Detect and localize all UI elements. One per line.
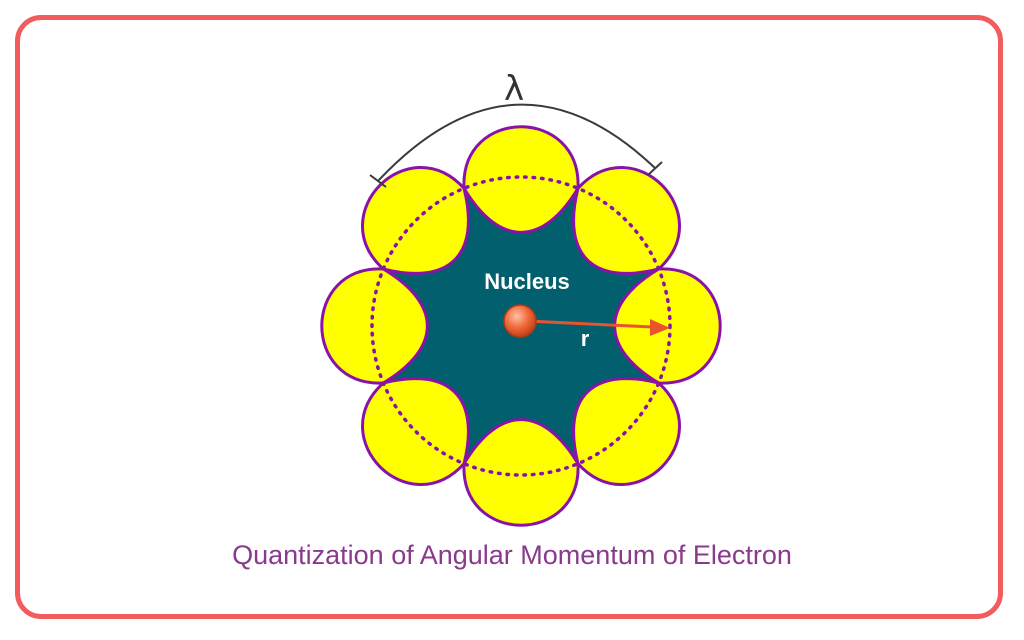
wave-lobe xyxy=(462,418,580,527)
nucleus xyxy=(503,304,537,338)
radius-arrow xyxy=(526,319,653,329)
wavelength-label: λ xyxy=(504,69,524,109)
wavelength-bracket xyxy=(377,103,656,182)
wave-lobe xyxy=(320,267,429,385)
radius-arrowhead xyxy=(650,319,670,336)
wave-lobe xyxy=(462,125,580,234)
nucleus-label: Nucleus xyxy=(484,269,570,294)
caption: Quantization of Angular Momentum of Elec… xyxy=(232,540,792,570)
wave-lobes xyxy=(320,125,722,527)
wave-lobe xyxy=(613,267,722,385)
wave-lobe xyxy=(572,377,681,486)
wavelength-bracket-left-cap xyxy=(369,174,387,188)
orbit-circle xyxy=(370,175,672,477)
radius-label: r xyxy=(581,326,590,351)
wavelength-bracket-right-cap xyxy=(647,161,663,176)
